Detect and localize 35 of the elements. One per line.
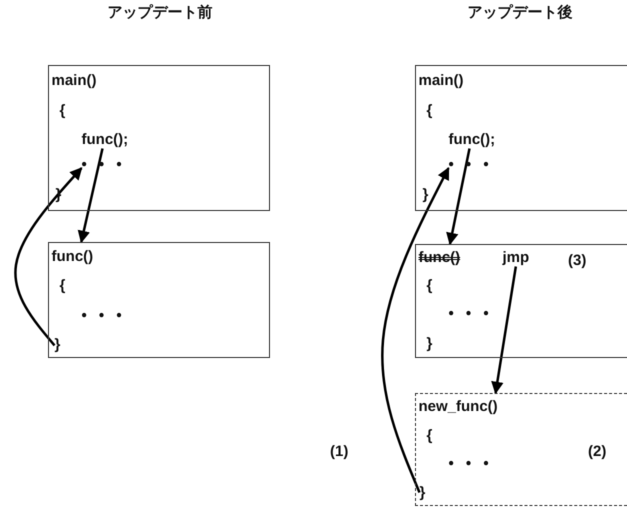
code-line: func(); (448, 130, 496, 148)
code-box (415, 65, 627, 211)
callout-number: (2) (588, 443, 606, 461)
code-line: } (420, 484, 426, 502)
struck-code-text: func() (418, 248, 460, 266)
arrow (78, 148, 104, 244)
code-text: { (60, 276, 66, 294)
arrow (14, 167, 82, 346)
code-text: new_func() (418, 398, 498, 416)
code-text: { (60, 102, 66, 120)
code-line: } (54, 336, 60, 354)
code-text: } (422, 186, 428, 204)
code-line: jmp (502, 248, 530, 266)
code-text: { (426, 276, 432, 294)
arrow (381, 167, 450, 493)
code-text: main() (418, 72, 464, 90)
code-text: • • • (448, 304, 489, 322)
callout-number: (1) (330, 443, 348, 461)
code-text: func() (52, 248, 94, 266)
code-box (48, 65, 270, 211)
code-box (415, 244, 627, 358)
code-text: { (426, 426, 432, 444)
code-text: • • • (448, 454, 489, 472)
callout-number: (3) (568, 252, 586, 270)
dashed-code-box (415, 393, 627, 506)
code-box (48, 242, 270, 358)
arrow (491, 266, 518, 394)
arrow (446, 148, 471, 246)
code-line: func(); (82, 130, 128, 148)
column-heading: アップデート前 (108, 4, 212, 22)
code-text: • • • (82, 306, 122, 324)
code-text: main() (52, 72, 96, 90)
code-text: } (426, 334, 432, 352)
column-heading: アップデート後 (468, 4, 572, 22)
code-text: { (426, 102, 432, 120)
